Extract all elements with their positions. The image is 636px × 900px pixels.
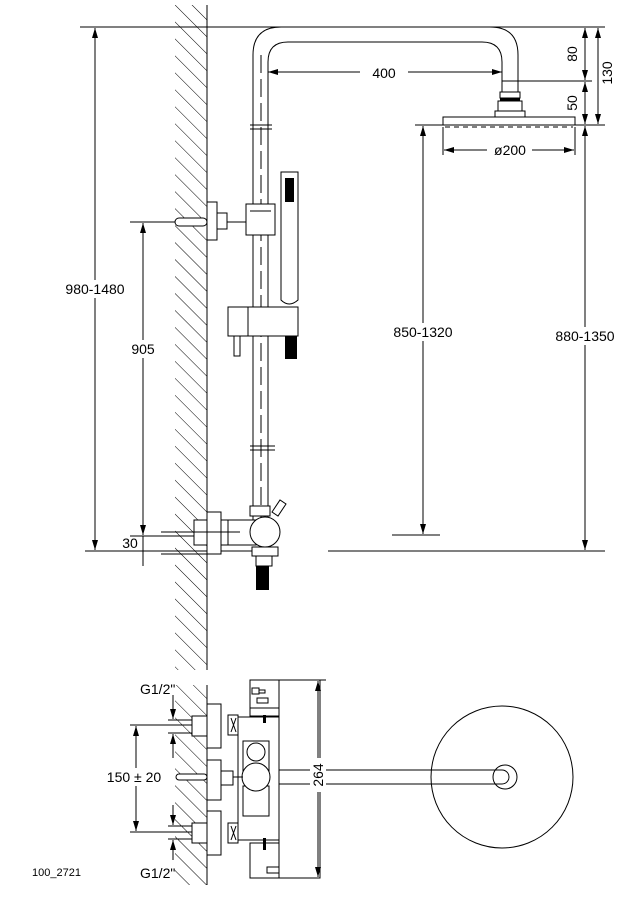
mixer-valve [161, 499, 287, 590]
dim-264: 264 [310, 679, 326, 877]
dim-150-label: 150 ± 20 [107, 769, 162, 785]
dim-850-1320-label: 850-1320 [393, 324, 452, 340]
dim-80-50-130: 80 50 130 [564, 28, 615, 124]
thread-top-label: G1/2" [140, 681, 175, 697]
top-view-mixer [237, 679, 321, 879]
drawing-id: 100_2721 [32, 867, 81, 879]
dim-880-1350: 880-1350 [548, 126, 622, 550]
wall-bracket-top [174, 201, 276, 241]
dim-905: 905 30 [122, 223, 158, 566]
dim-905-label: 905 [131, 341, 155, 357]
dim-400-label: 400 [372, 65, 396, 81]
dim-30-label: 30 [122, 535, 138, 551]
reference-lines [80, 26, 605, 552]
dim-50-label: 50 [564, 95, 580, 111]
wall-hatching [175, 5, 208, 885]
dim-diameter: ø200 [442, 127, 576, 158]
dim-150: 150 ± 20 G1/2" G1/2" [102, 681, 192, 881]
hand-shower [280, 171, 299, 359]
dim-400: 400 [268, 65, 502, 81]
shower-rail [250, 26, 519, 540]
dim-850-1320: 850-1320 [386, 126, 460, 534]
top-view-connections [168, 703, 243, 856]
dim-264-label: 264 [310, 763, 326, 787]
dim-980-1480-label: 980-1480 [65, 281, 124, 297]
dim-diameter-label: ø200 [494, 142, 526, 158]
dim-130-label: 130 [599, 61, 615, 85]
thread-bottom-label: G1/2" [140, 865, 175, 881]
dim-80-label: 80 [564, 46, 580, 62]
slider-holder [227, 306, 299, 357]
shower-head [442, 116, 576, 128]
shower-head-connector [494, 91, 526, 118]
dim-980-1480: 980-1480 [58, 28, 132, 550]
top-view-arm-and-head [279, 705, 574, 849]
dim-880-1350-label: 880-1350 [555, 328, 614, 344]
